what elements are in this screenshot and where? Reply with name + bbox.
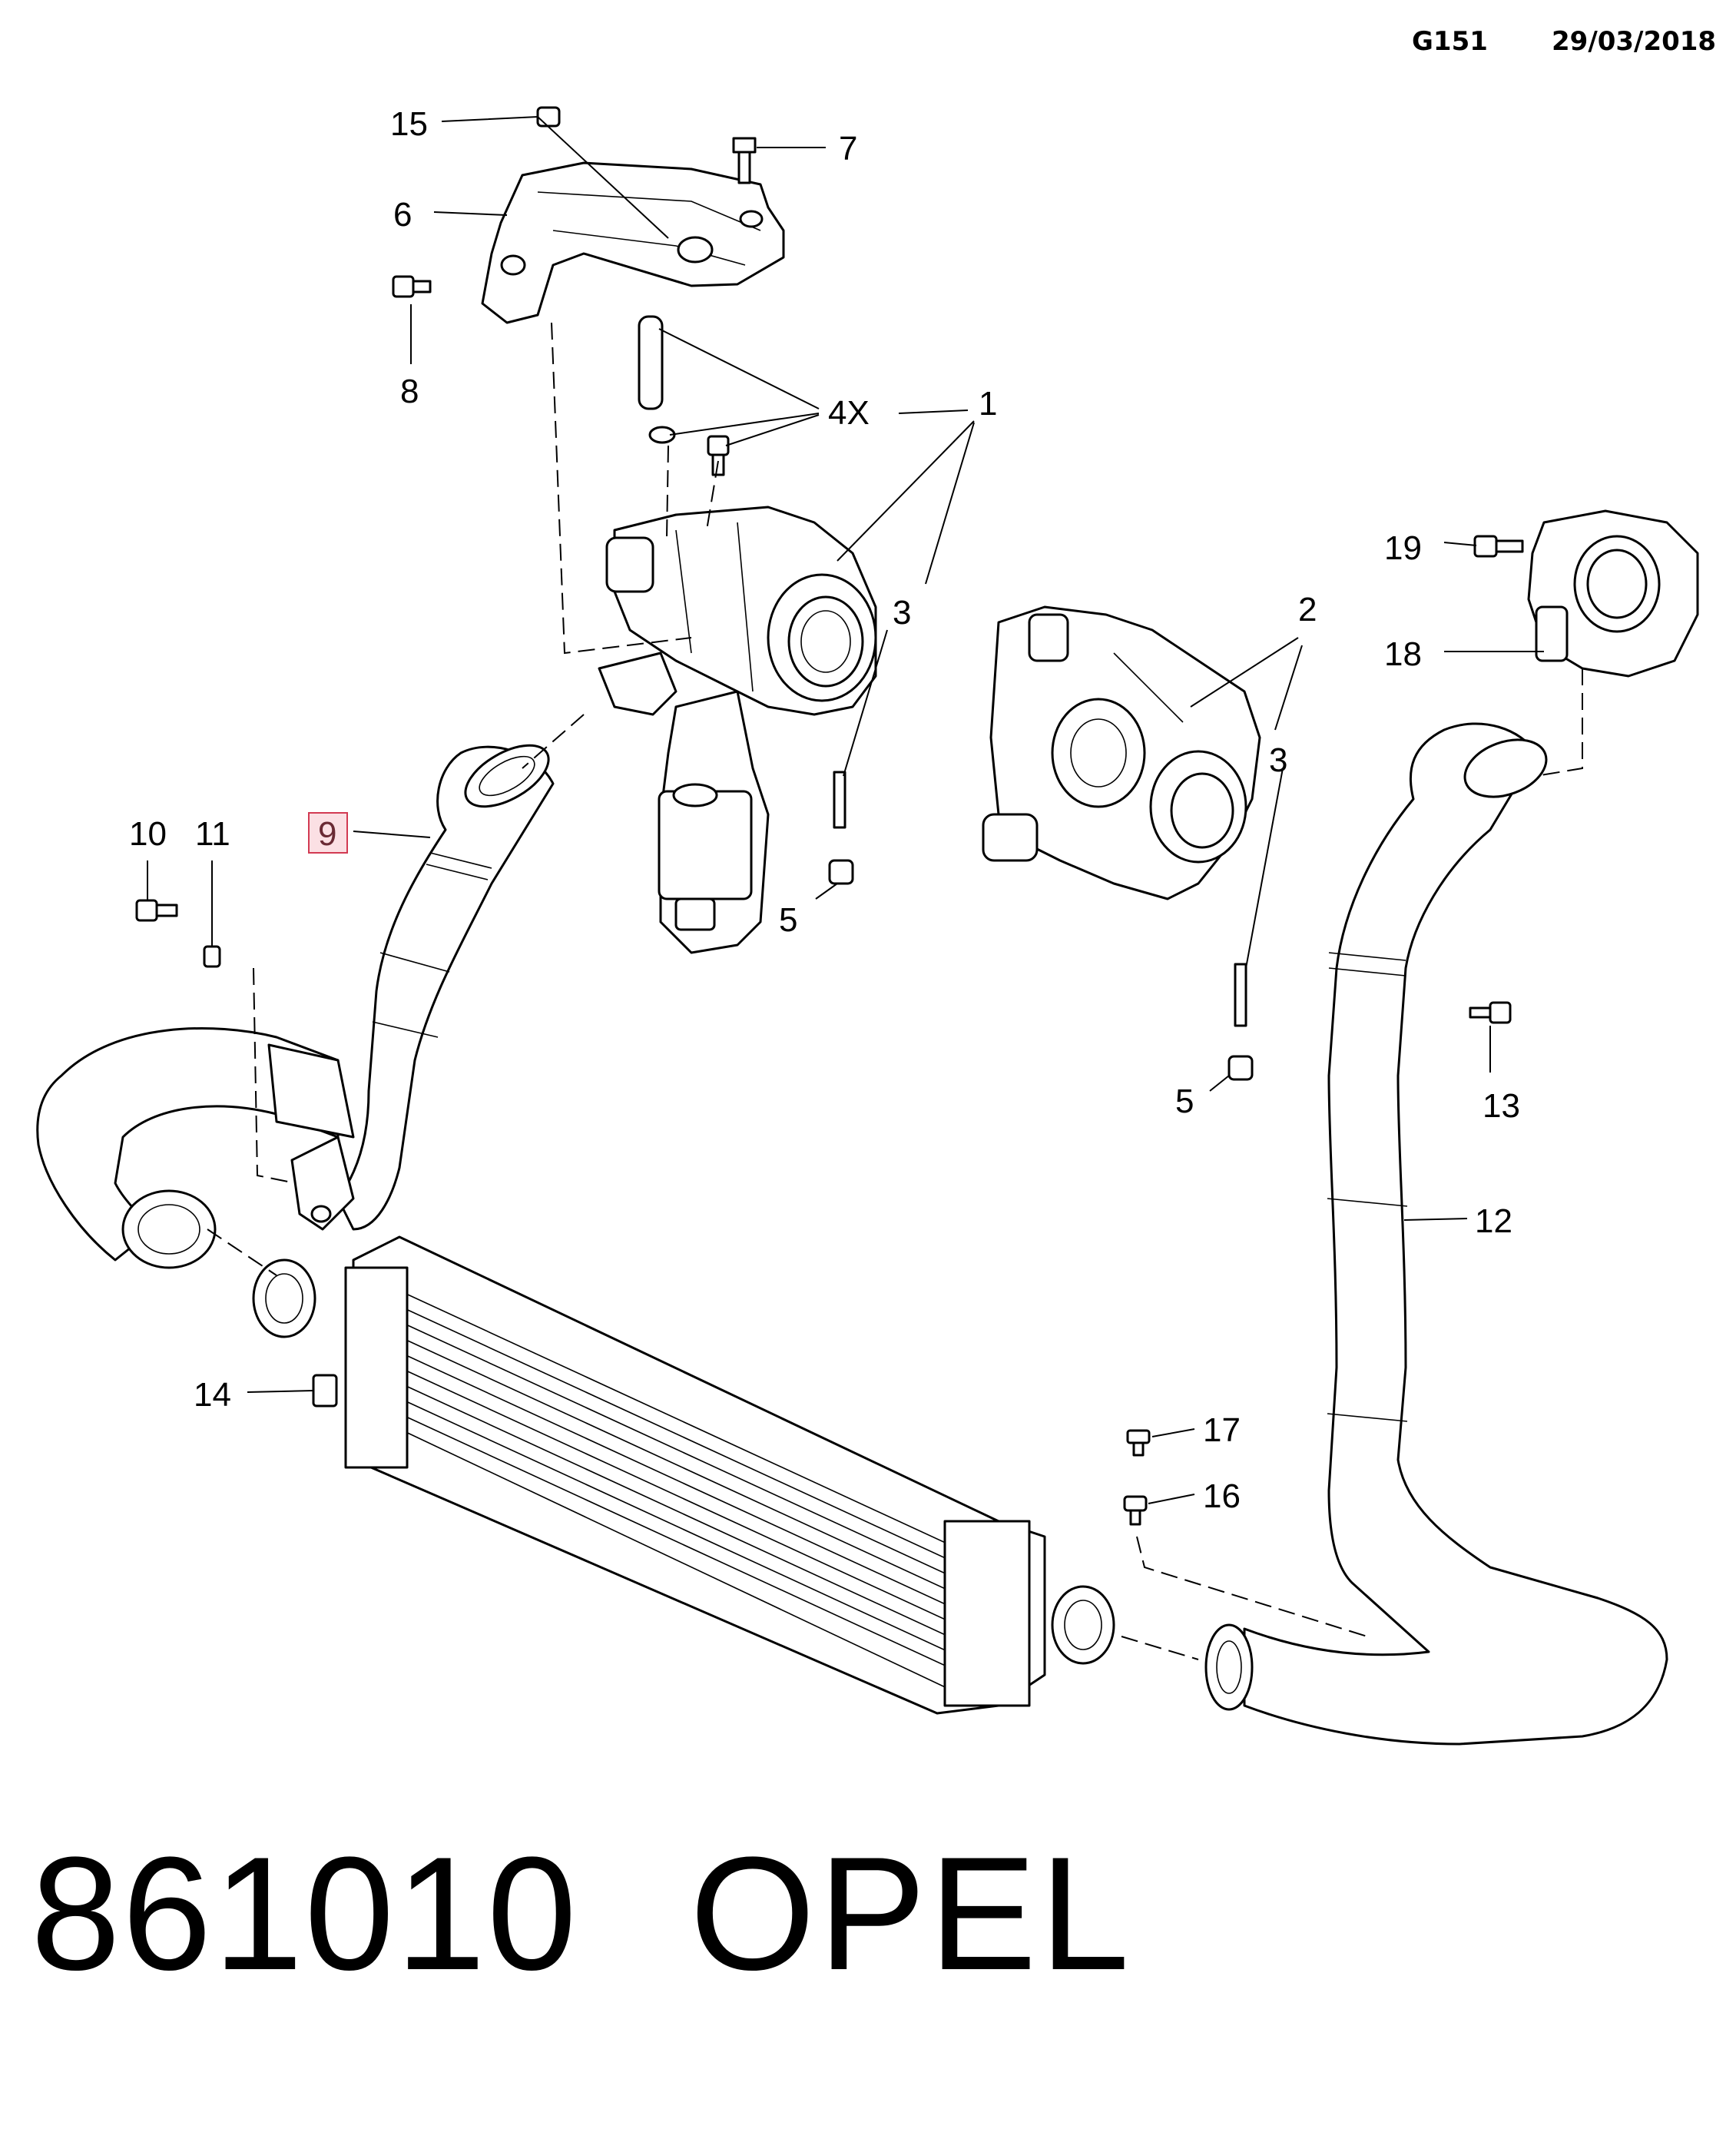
callout-7[interactable]: 7 xyxy=(839,130,857,167)
callout-6[interactable]: 6 xyxy=(393,196,412,234)
part-number: 861010 xyxy=(31,1823,578,2004)
callout-3-left[interactable]: 3 xyxy=(893,594,911,632)
callout-12[interactable]: 12 xyxy=(1475,1202,1512,1240)
intake-hose-part-9[interactable] xyxy=(336,733,558,1231)
turbocharger-part-1[interactable] xyxy=(598,506,877,954)
callout-1[interactable]: 1 xyxy=(979,385,997,423)
bolt-part-7[interactable] xyxy=(732,137,757,184)
screw-part-17[interactable] xyxy=(1126,1429,1151,1457)
lower-left-hose[interactable] xyxy=(36,1027,355,1269)
leader-lines xyxy=(147,115,1544,1504)
callout-8[interactable]: 8 xyxy=(400,373,419,410)
diagram-date: 29/03/2018 xyxy=(1552,26,1717,57)
callout-5-right[interactable]: 5 xyxy=(1175,1083,1194,1120)
nut-part-15[interactable] xyxy=(536,106,561,128)
callout-3-right[interactable]: 3 xyxy=(1269,741,1287,779)
clip-part-11[interactable] xyxy=(203,945,221,968)
throttle-body-part-18[interactable] xyxy=(1527,509,1699,678)
callout-19[interactable]: 19 xyxy=(1384,529,1422,567)
callout-14[interactable]: 14 xyxy=(194,1376,231,1414)
hose-bracket[interactable] xyxy=(290,1136,355,1231)
callout-10[interactable]: 10 xyxy=(129,815,167,853)
bolt-part-13[interactable] xyxy=(1469,1001,1512,1024)
nut-part-5-left[interactable] xyxy=(828,859,854,885)
callout-15[interactable]: 15 xyxy=(390,105,428,143)
assembly-lines xyxy=(207,322,1583,1660)
callout-2[interactable]: 2 xyxy=(1298,591,1317,628)
stud-part-3-right[interactable] xyxy=(1234,963,1247,1027)
callout-11[interactable]: 11 xyxy=(195,815,230,853)
nut-part-5-right[interactable] xyxy=(1227,1055,1254,1081)
callout-4x[interactable]: 4X xyxy=(828,394,870,432)
bolt-part-8[interactable] xyxy=(392,275,432,298)
callout-9-highlight[interactable]: 9 xyxy=(308,812,348,854)
intercooler-part-14[interactable] xyxy=(252,1235,1115,1715)
heat-shield-part-6[interactable] xyxy=(481,161,785,324)
stud-part-3-left[interactable] xyxy=(833,771,846,829)
bolt-part-10[interactable] xyxy=(135,899,178,922)
brand-name: OPEL xyxy=(690,1823,1133,2004)
clip-part-16[interactable] xyxy=(1123,1495,1148,1526)
stud-parts-4x[interactable] xyxy=(638,315,730,476)
callout-13[interactable]: 13 xyxy=(1483,1087,1520,1125)
callout-16[interactable]: 16 xyxy=(1203,1477,1241,1515)
callout-5-left[interactable]: 5 xyxy=(779,901,797,939)
callout-18[interactable]: 18 xyxy=(1384,635,1422,673)
bolt-part-19[interactable] xyxy=(1473,535,1524,558)
callout-17[interactable]: 17 xyxy=(1203,1411,1241,1449)
diagram-code: G151 xyxy=(1412,26,1488,57)
turbocharger-part-2[interactable] xyxy=(982,605,1261,900)
callout-9[interactable]: 9 xyxy=(318,815,336,853)
outlet-hose-part-12[interactable] xyxy=(1204,722,1668,1746)
